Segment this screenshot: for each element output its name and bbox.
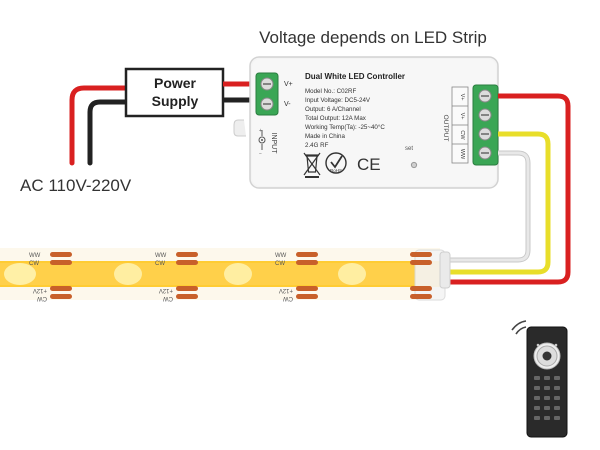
power-supply-label-1: Power (154, 75, 197, 91)
ce-mark-icon: CE (357, 155, 381, 174)
pad-label-cw-bottom: CW (283, 295, 293, 301)
pad-label-12v: +12V (159, 287, 173, 293)
rohs-label: RoHS (330, 168, 342, 173)
power-supply-box: Power Supply (124, 67, 225, 118)
pad-label-cw: CW (275, 261, 285, 267)
spec-line: Total Output: 12A Max (305, 115, 367, 122)
svg-text:+: + (259, 128, 262, 134)
wireless-signal-icon (511, 320, 527, 335)
spec-line: Output: 6 A/Channel (305, 106, 361, 113)
output-side-label: OUTPUT (442, 115, 449, 142)
led-strip (0, 248, 451, 301)
set-label: set (405, 146, 413, 152)
spec-list: Model No.: C02RF Input Voltage: DC5-24V … (305, 88, 385, 149)
spec-line: Model No.: C02RF (305, 88, 356, 95)
input-minus-label: V- (284, 101, 291, 108)
strip-pad-segment-2: WW CW +12V CW (155, 252, 198, 301)
input-plus-label: V+ (284, 81, 293, 88)
remote-control-icon[interactable] (526, 326, 568, 438)
output-terminal-label: V+ (459, 94, 465, 101)
output-terminal-label: CW (459, 130, 465, 140)
strip-pad-segment-4 (410, 252, 432, 299)
input-terminal-block (255, 72, 279, 116)
output-terminal-label: WW (459, 149, 465, 160)
pad-label-cw: CW (155, 261, 165, 267)
spec-line: Made in China (305, 133, 345, 140)
controller-title: Dual White LED Controller (305, 72, 405, 81)
pad-label-cw: CW (29, 261, 39, 267)
set-button[interactable] (410, 161, 418, 169)
pad-label-ww: WW (275, 253, 287, 259)
power-supply-label-2: Supply (152, 93, 199, 109)
output-terminal-label: V+ (459, 113, 465, 120)
pad-label-cw-bottom: CW (37, 295, 47, 301)
controller-unit: V+ V- + − INPUT Dual White LED Controlle… (233, 56, 499, 189)
pad-label-ww: WW (29, 253, 41, 259)
diagram-title: Voltage depends on LED Strip (259, 28, 487, 47)
spec-line: Working Temp(Ta): -25~40°C (305, 124, 385, 131)
dc-polarity-icon: + − (258, 128, 266, 157)
input-side-label: INPUT (270, 133, 277, 155)
svg-text:−: − (259, 151, 262, 157)
pad-label-cw-bottom: CW (163, 295, 173, 301)
pad-label-ww: WW (155, 253, 167, 259)
spec-line: 2.4G RF (305, 142, 329, 149)
rohs-check-icon: RoHS (325, 152, 347, 174)
output-wires (440, 93, 571, 285)
weee-bin-icon (303, 152, 321, 178)
output-terminal-block (472, 84, 499, 166)
spec-line: Input Voltage: DC5-24V (305, 97, 371, 104)
strip-pad-segment-1: WW CW +12V CW (29, 252, 72, 301)
ac-input-label: AC 110V-220V (20, 176, 132, 195)
pad-label-12v: +12V (279, 287, 293, 293)
ac-input-wires (69, 85, 133, 166)
strip-pad-segment-3: WW CW +12V CW (275, 252, 318, 301)
pad-label-12v: +12V (33, 287, 47, 293)
